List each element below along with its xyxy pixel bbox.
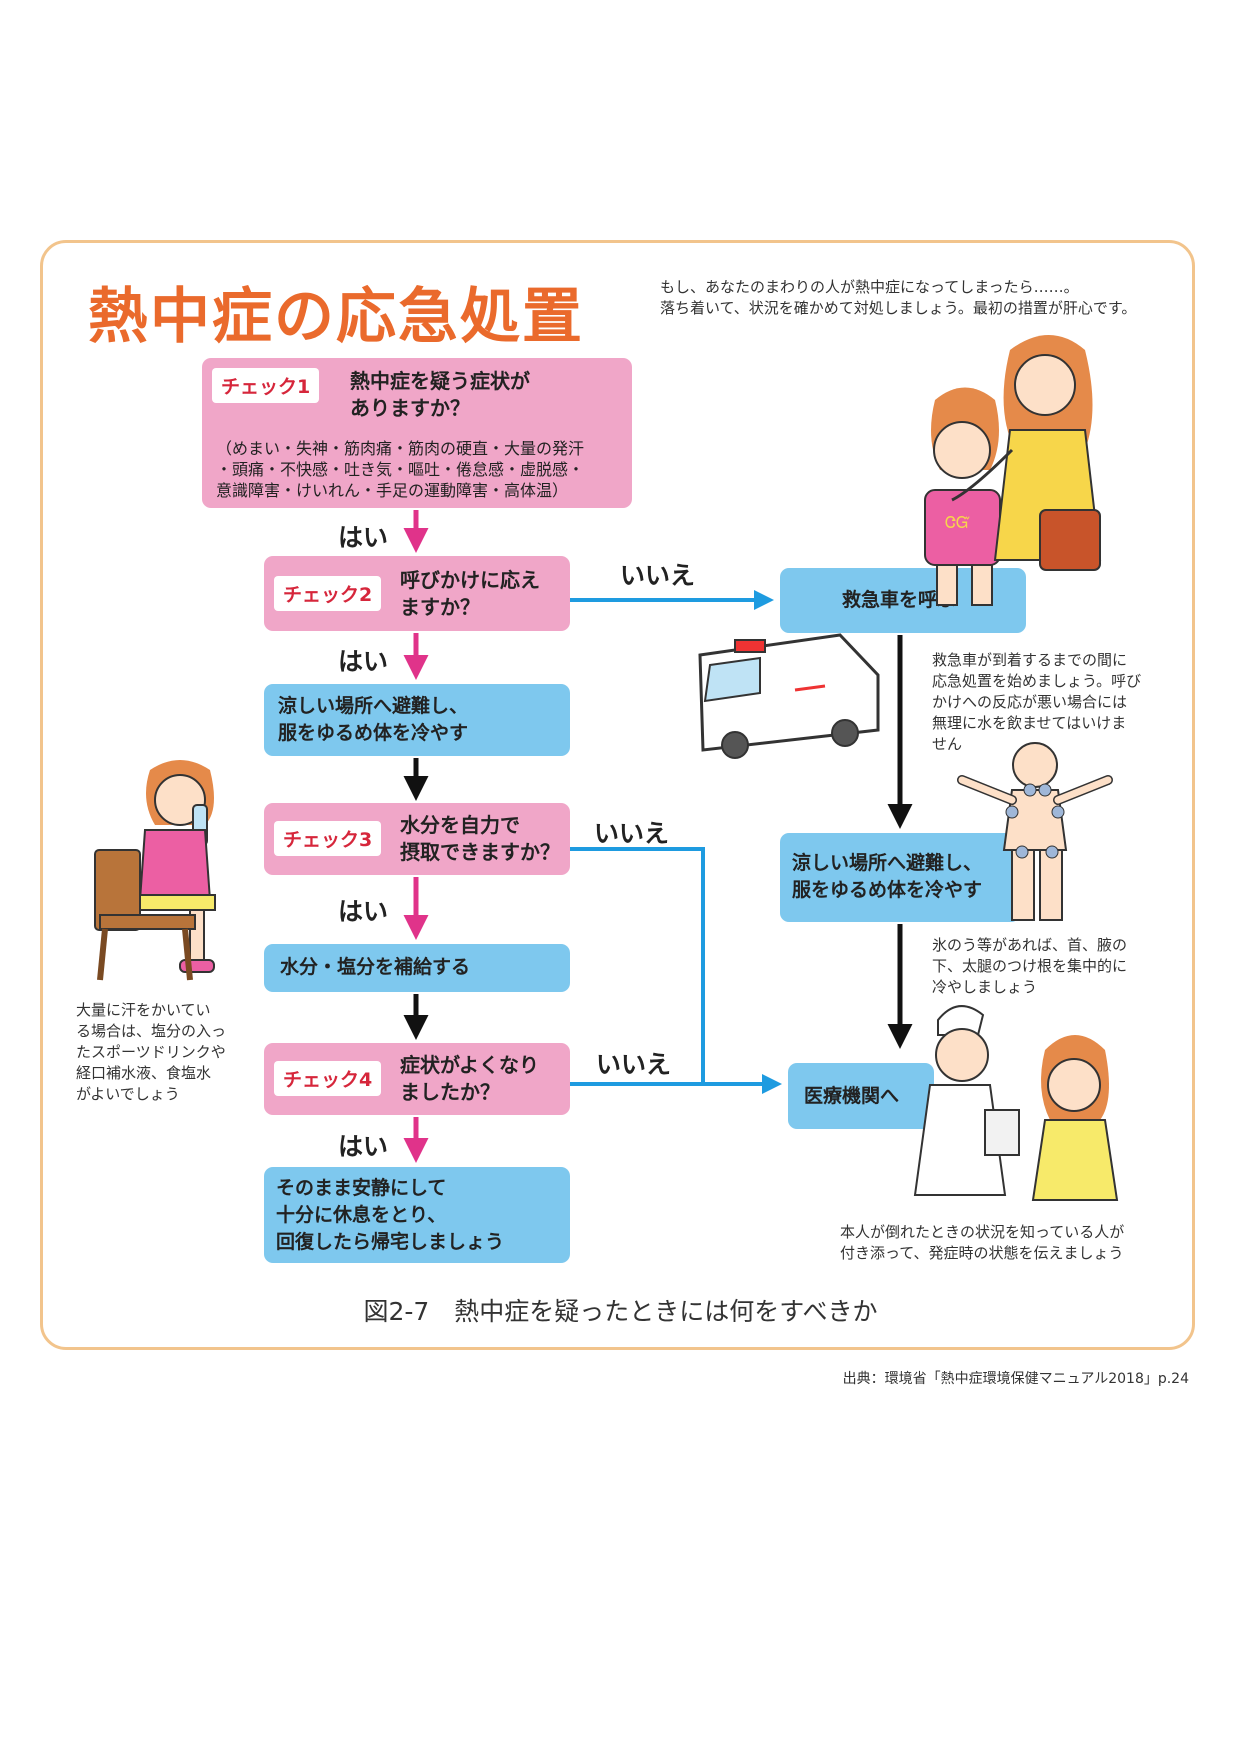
note-line: せん (932, 735, 963, 753)
question-line: 水分を自力で (400, 813, 520, 837)
check2-question: 呼びかけに応え ますか？ (400, 567, 540, 621)
question-line: 症状がよくなり (400, 1053, 539, 1077)
diagram-frame (40, 240, 1195, 1350)
cool-action-box: 涼しい場所へ避難し、 服をゆるめ体を冷やす (264, 684, 570, 756)
sweat-note: 大量に汗をかいてい る場合は、塩分の入っ たスポーツドリンクや 経口補水液、食塩… (76, 1000, 226, 1105)
action-line: 医療機関へ (804, 1085, 900, 1107)
ice-note: 氷のう等があれば、首、腋の 下、太腿のつけ根を集中的に 冷やしましょう (932, 935, 1127, 998)
action-line: そのまま安静にして (276, 1177, 447, 1199)
action-line: 十分に休息をとり、 (276, 1204, 447, 1226)
source-citation: 出典：環境省「熱中症環境保健マニュアル2018」p.24 (842, 1371, 1189, 1387)
cool-right-action-text: 涼しい場所へ避難し、 服をゆるめ体を冷やす (792, 850, 982, 904)
helping-woman-illustration (951, 335, 1102, 571)
note-line: 下、太腿のつけ根を集中的に (932, 957, 1128, 975)
ambulance-action-box: 救急車を呼ぶ (780, 568, 1026, 633)
check1-symptoms: （めまい・失神・筋肉痛・筋肉の硬直・大量の発汗 ・頭痛・不快感・吐き気・嘔吐・倦… (216, 438, 584, 501)
note-line: 無理に水を飲ませてはいけま (932, 714, 1127, 732)
note-line: 冷やしましょう (932, 978, 1038, 996)
yes-label: はい (338, 1132, 389, 1161)
cool-right-action-box: 涼しい場所へ避難し、 服をゆるめ体を冷やす (780, 833, 1020, 922)
note-line: 経口補水液、食塩水 (76, 1064, 212, 1082)
rest-action-text: そのまま安静にして 十分に休息をとり、 回復したら帰宅しましょう (276, 1175, 504, 1256)
wooden-chair-illustration (94, 849, 196, 981)
intro-text: もし、あなたのまわりの人が熱中症になってしまったら……。 落ち着いて、状況を確か… (660, 277, 1136, 319)
hydrate-action-box: 水分・塩分を補給する (264, 944, 570, 992)
check4-box: チェック4 症状がよくなり ましたか？ (264, 1043, 570, 1115)
action-line: 涼しい場所へ避難し、 (792, 852, 983, 874)
ambulance-illustration (698, 633, 880, 759)
symptom-line: （めまい・失神・筋肉痛・筋肉の硬直・大量の発汗 (216, 439, 585, 458)
companion-note: 本人が倒れたときの状況を知っている人が 付き添って、発症時の状態を伝えましょう (840, 1222, 1124, 1264)
nurse-illustration (913, 1005, 1020, 1196)
yes-label: はい (338, 523, 389, 552)
action-line: 涼しい場所へ避難し、 (278, 695, 469, 717)
intro-line: もし、あなたのまわりの人が熱中症になってしまったら……。 (660, 278, 1079, 296)
no-label: いいえ (596, 1050, 672, 1079)
check1-badge: チェック1 (212, 368, 320, 403)
no-connector-check3 (570, 847, 705, 1084)
note-line: がよいでしょう (76, 1085, 180, 1103)
svg-text:ᏣᏳ: ᏣᏳ (945, 513, 970, 532)
note-line: かけへの反応が悪い場合には (932, 693, 1128, 711)
yes-label: はい (338, 897, 389, 926)
drinking-girl-illustration (138, 760, 216, 973)
ambulance-action-text: 救急車を呼ぶ (842, 587, 956, 614)
note-line: 応急処置を始めましょう。呼び (932, 672, 1142, 690)
action-line: 服をゆるめ体を冷やす (792, 879, 983, 901)
check3-box: チェック3 水分を自力で 摂取できますか？ (264, 803, 570, 875)
hydrate-action-text: 水分・塩分を補給する (280, 954, 470, 981)
action-line: 服をゆるめ体を冷やす (278, 722, 469, 744)
question-line: ましたか？ (400, 1080, 500, 1104)
ambulance-note: 救急車が到着するまでの間に 応急処置を始めましょう。呼び かけへの反応が悪い場合… (932, 650, 1141, 755)
check1-box: チェック1 熱中症を疑う症状が ありますか？ （めまい・失神・筋肉痛・筋肉の硬直… (202, 358, 632, 508)
symptom-line: 意識障害・けいれん・手足の運動障害・高体温） (216, 481, 569, 500)
note-line: たスポーツドリンクや (76, 1043, 226, 1061)
action-line: 水分・塩分を補給する (280, 956, 471, 978)
note-line: 付き添って、発症時の状態を伝えましょう (840, 1244, 1124, 1262)
body-ice-figure-illustration (957, 742, 1113, 921)
page-title: 熱中症の応急処置 (88, 282, 584, 352)
cool-action-text: 涼しい場所へ避難し、 服をゆるめ体を冷やす (278, 693, 468, 747)
intro-line: 落ち着いて、状況を確かめて対処しましょう。最初の措置が肝心です。 (660, 299, 1137, 317)
check1-question: 熱中症を疑う症状が ありますか？ (350, 368, 530, 422)
note-line: 大量に汗をかいてい (76, 1001, 211, 1019)
question-line: 呼びかけに応え (400, 568, 540, 592)
patient-illustration (1031, 1035, 1119, 1201)
check2-badge: チェック2 (274, 576, 382, 611)
check3-question: 水分を自力で 摂取できますか？ (400, 812, 560, 866)
no-label: いいえ (594, 819, 670, 848)
rest-action-box: そのまま安静にして 十分に休息をとり、 回復したら帰宅しましょう (264, 1167, 570, 1263)
dizzy-girl-illustration: ᏣᏳ (924, 387, 1001, 606)
note-line: 氷のう等があれば、首、腋の (932, 936, 1128, 954)
question-line: 摂取できますか？ (400, 840, 560, 864)
check4-badge: チェック4 (274, 1061, 382, 1096)
yes-label: はい (338, 647, 389, 676)
action-line: 回復したら帰宅しましょう (276, 1231, 505, 1253)
check4-question: 症状がよくなり ましたか？ (400, 1052, 539, 1106)
no-label: いいえ (620, 561, 696, 590)
check2-box: チェック2 呼びかけに応え ますか？ (264, 556, 570, 631)
note-line: 救急車が到着するまでの間に (932, 651, 1128, 669)
hospital-action-box: 医療機関へ (788, 1063, 934, 1129)
hospital-action-text: 医療機関へ (804, 1083, 899, 1110)
note-line: る場合は、塩分の入っ (76, 1022, 227, 1040)
action-line: 救急車を呼ぶ (842, 589, 957, 611)
question-line: ますか？ (400, 595, 480, 619)
question-line: 熱中症を疑う症状が (350, 369, 530, 393)
note-line: 本人が倒れたときの状況を知っている人が (840, 1223, 1125, 1241)
figure-caption: 図2-7 熱中症を疑ったときには何をすべきか (363, 1297, 878, 1326)
question-line: ありますか？ (350, 396, 470, 420)
check3-badge: チェック3 (274, 821, 382, 856)
symptom-line: ・頭痛・不快感・吐き気・嘔吐・倦怠感・虚脱感・ (216, 460, 585, 479)
